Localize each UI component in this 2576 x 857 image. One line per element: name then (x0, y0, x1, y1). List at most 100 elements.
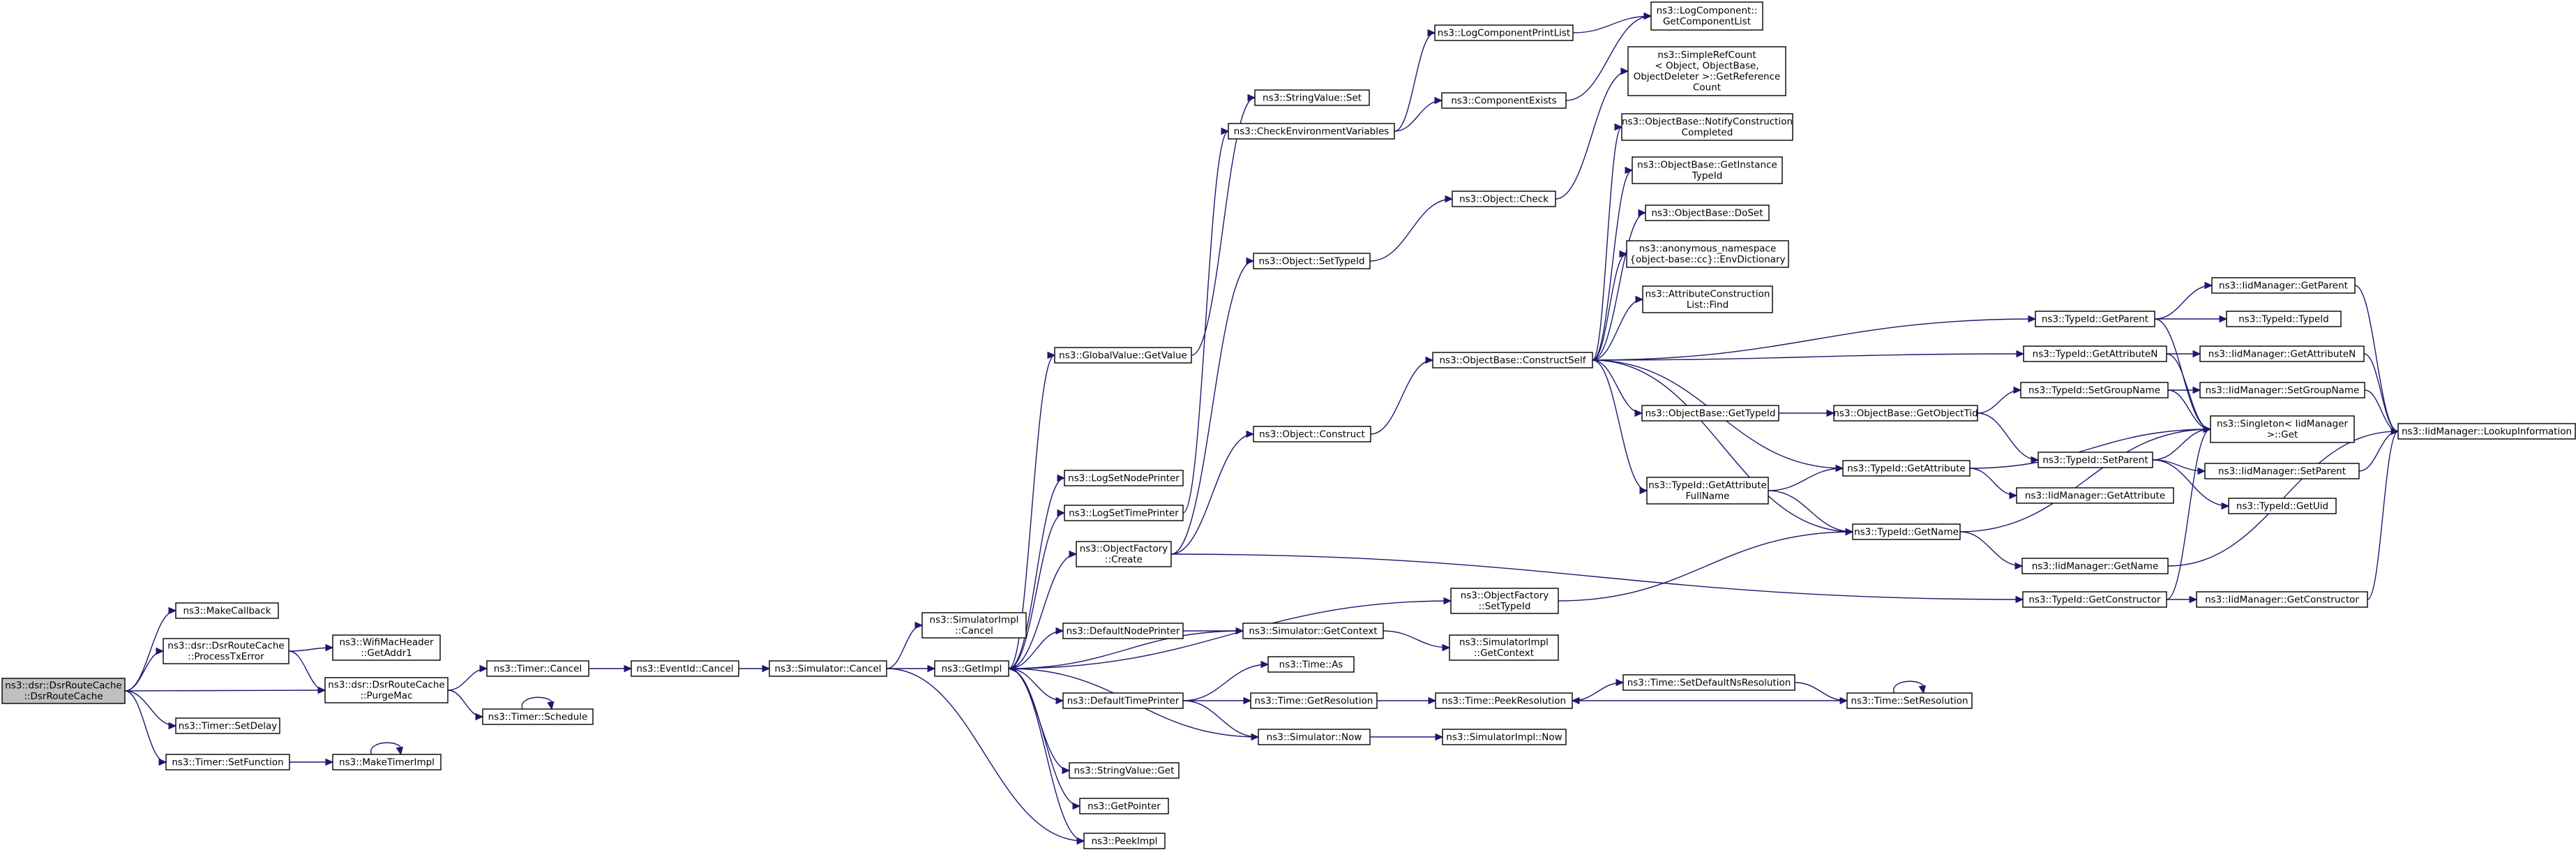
arrow-head (475, 713, 484, 721)
node-log-set-time-printer[interactable]: ns3::LogSetTimePrinter (1064, 505, 1184, 521)
node-simple-ref-count[interactable]: ns3::SimpleRefCount< Object, ObjectBase,… (1627, 46, 1786, 96)
node-log-comp-print-list[interactable]: ns3::LogComponentPrintList (1434, 24, 1574, 41)
node-box (1632, 156, 1783, 184)
node-iid-lookup-info[interactable]: ns3::IidManager::LookupInformation (2397, 423, 2576, 440)
node-time-get-resolution[interactable]: ns3::Time::GetResolution (1250, 692, 1378, 709)
node-default-time-printer[interactable]: ns3::DefaultTimePrinter (1062, 692, 1184, 709)
node-string-value-get[interactable]: ns3::StringValue::Get (1069, 762, 1180, 779)
node-tid-get-constructor[interactable]: ns3::TypeId::GetConstructor (2022, 591, 2167, 608)
node-box (1242, 623, 1384, 639)
node-timer-cancel[interactable]: ns3::Timer::Cancel (486, 660, 589, 677)
node-obj-factory-set-type-id[interactable]: ns3::ObjectFactory::SetTypeId (1450, 588, 1559, 614)
node-process-tx-error[interactable]: ns3::dsr::DsrRouteCache::ProcessTxError (163, 638, 289, 664)
node-box (165, 754, 290, 770)
node-iid-get-attribute[interactable]: ns3::IidManager::GetAttribute (2016, 487, 2174, 504)
node-tid-get-name[interactable]: ns3::TypeId::GetName (1852, 523, 1961, 540)
node-label: ns3::IidManager::GetAttribute (2025, 490, 2165, 501)
node-env-dictionary[interactable]: ns3::anonymous_namespace{object-base::cc… (1626, 240, 1789, 268)
node-ob-get-object-tid[interactable]: ns3::ObjectBase::GetObjectTid (1833, 405, 1978, 422)
node-tid-get-parent[interactable]: ns3::TypeId::GetParent (2035, 311, 2155, 327)
arrow-head (914, 621, 924, 629)
node-get-addr1[interactable]: ns3::WifiMacHeader::GetAddr1 (332, 634, 441, 661)
node-box (1646, 477, 1769, 505)
node-ob-get-type-id[interactable]: ns3::ObjectBase::GetTypeId (1641, 405, 1779, 422)
node-label: List::Find (1687, 299, 1728, 311)
node-make-callback[interactable]: ns3::MakeCallback (175, 602, 279, 619)
node-time-set-resolution[interactable]: ns3::Time::SetResolution (1846, 692, 1973, 709)
node-default-node-printer[interactable]: ns3::DefaultNodePrinter (1062, 623, 1184, 639)
node-tid-set-parent[interactable]: ns3::TypeId::SetParent (2038, 452, 2153, 468)
node-tid-get-attribute-n[interactable]: ns3::TypeId::GetAttributeN (2023, 345, 2167, 362)
node-component-exists[interactable]: ns3::ComponentExists (1441, 92, 1567, 109)
edge-object-set-type-id-to-object-check (1369, 198, 1453, 262)
node-sim-get-context[interactable]: ns3::Simulator::GetContext (1242, 623, 1384, 639)
edge-tid-set-parent-to-singleton-get (2152, 428, 2211, 461)
edge-check-env-to-component-exists (1394, 100, 1443, 132)
arrow-head (325, 758, 334, 766)
node-timer-schedule[interactable]: ns3::Timer::Schedule (482, 708, 594, 725)
node-box (2196, 591, 2368, 608)
edge-object-construct-to-construct-self (1370, 359, 1433, 435)
node-time-as[interactable]: ns3::Time::As (1267, 656, 1355, 673)
node-global-value-get-value[interactable]: ns3::GlobalValue::GetValue (1054, 347, 1192, 364)
node-time-peek-resolution[interactable]: ns3::Time::PeekResolution (1435, 692, 1573, 709)
node-set-delay[interactable]: ns3::Timer::SetDelay (175, 717, 280, 734)
node-set-default-ns-resolution[interactable]: ns3::Time::SetDefaultNsResolution (1622, 674, 1795, 691)
node-iid-get-parent[interactable]: ns3::IidManager::GetParent (2211, 277, 2356, 294)
node-sim-cancel[interactable]: ns3::Simulator::Cancel (769, 660, 887, 677)
node-purge-mac[interactable]: ns3::dsr::DsrRouteCache::PurgeMac (324, 677, 449, 703)
node-make-timer-impl[interactable]: ns3::MakeTimerImpl (332, 754, 442, 770)
node-label: ns3::ObjectBase::GetInstance (1637, 160, 1777, 171)
node-construct-self[interactable]: ns3::ObjectBase::ConstructSelf (1432, 352, 1593, 368)
node-set-function[interactable]: ns3::Timer::SetFunction (165, 754, 290, 770)
node-label: ns3::IidManager::GetConstructor (2205, 594, 2359, 605)
node-box (1641, 405, 1779, 422)
node-do-set[interactable]: ns3::ObjectBase::DoSet (1645, 204, 1770, 221)
node-iid-get-constructor[interactable]: ns3::IidManager::GetConstructor (2196, 591, 2368, 608)
arrow-head (2014, 562, 2024, 570)
node-get-impl[interactable]: ns3::GetImpl (934, 660, 1009, 677)
node-log-set-node-printer[interactable]: ns3::LogSetNodePrinter (1064, 470, 1184, 486)
edge-get-impl-to-log-set-time-printer (1008, 512, 1065, 669)
node-singleton-get[interactable]: ns3::Singleton< IidManager>::Get (2210, 415, 2355, 443)
node-label: ::GetContext (1474, 648, 1534, 659)
arrow-head (2031, 456, 2040, 464)
node-iid-get-attribute-n[interactable]: ns3::IidManager::GetAttributeN (2199, 345, 2365, 362)
arrow-head (1643, 12, 1652, 20)
node-obj-factory-create[interactable]: ns3::ObjectFactory::Create (1076, 541, 1172, 567)
node-peek-impl[interactable]: ns3::PeekImpl (1083, 833, 1166, 849)
node-log-comp-get-list[interactable]: ns3::LogComponent::GetComponentList (1650, 1, 1763, 31)
node-event-id-cancel[interactable]: ns3::EventId::Cancel (631, 660, 739, 677)
node-sim-impl-cancel[interactable]: ns3::SimulatorImpl::Cancel (921, 612, 1027, 639)
node-object-check[interactable]: ns3::Object::Check (1452, 191, 1556, 207)
node-tid-type-id[interactable]: ns3::TypeId::TypeId (2226, 311, 2342, 327)
node-box (486, 660, 589, 677)
node-box (1622, 674, 1795, 691)
node-iid-get-name[interactable]: ns3::IidManager::GetName (2021, 558, 2169, 574)
node-sim-impl-now[interactable]: ns3::SimulatorImpl::Now (1442, 729, 1567, 745)
node-check-env[interactable]: ns3::CheckEnvironmentVariables (1228, 123, 1395, 140)
node-tid-set-group-name[interactable]: ns3::TypeId::SetGroupName (2020, 382, 2169, 398)
node-sim-now[interactable]: ns3::Simulator::Now (1258, 729, 1371, 745)
node-iid-set-parent[interactable]: ns3::IidManager::SetParent (2204, 463, 2360, 479)
node-box (332, 754, 442, 770)
node-object-construct[interactable]: ns3::Object::Construct (1253, 426, 1371, 442)
edge-sim-get-context-to-sim-impl-get-context (1383, 630, 1450, 648)
edge-iid-set-parent-to-iid-lookup-info (2358, 431, 2399, 472)
node-label: ns3::MakeCallback (183, 605, 271, 616)
node-root[interactable]: ns3::dsr::DsrRouteCache::DsrRouteCache (1, 678, 126, 704)
node-tid-get-uid[interactable]: ns3::TypeId::GetUid (2228, 498, 2337, 514)
node-notify-construction[interactable]: ns3::ObjectBase::NotifyConstructionCompl… (1621, 113, 1793, 141)
node-string-value-set[interactable]: ns3::StringValue::Set (1254, 89, 1370, 106)
arrow-head (1055, 627, 1064, 635)
edge-tid-get-name-to-iid-get-name (1959, 531, 2023, 567)
node-get-pointer[interactable]: ns3::GetPointer (1079, 798, 1169, 814)
arrow-head (1835, 464, 1844, 472)
node-tid-get-attribute[interactable]: ns3::TypeId::GetAttribute (1842, 460, 1971, 477)
node-object-set-type-id[interactable]: ns3::Object::SetTypeId (1253, 253, 1371, 269)
node-iid-set-group-name[interactable]: ns3::IidManager::SetGroupName (2199, 382, 2365, 398)
node-sim-impl-get-context[interactable]: ns3::SimulatorImpl::GetContext (1449, 634, 1559, 661)
